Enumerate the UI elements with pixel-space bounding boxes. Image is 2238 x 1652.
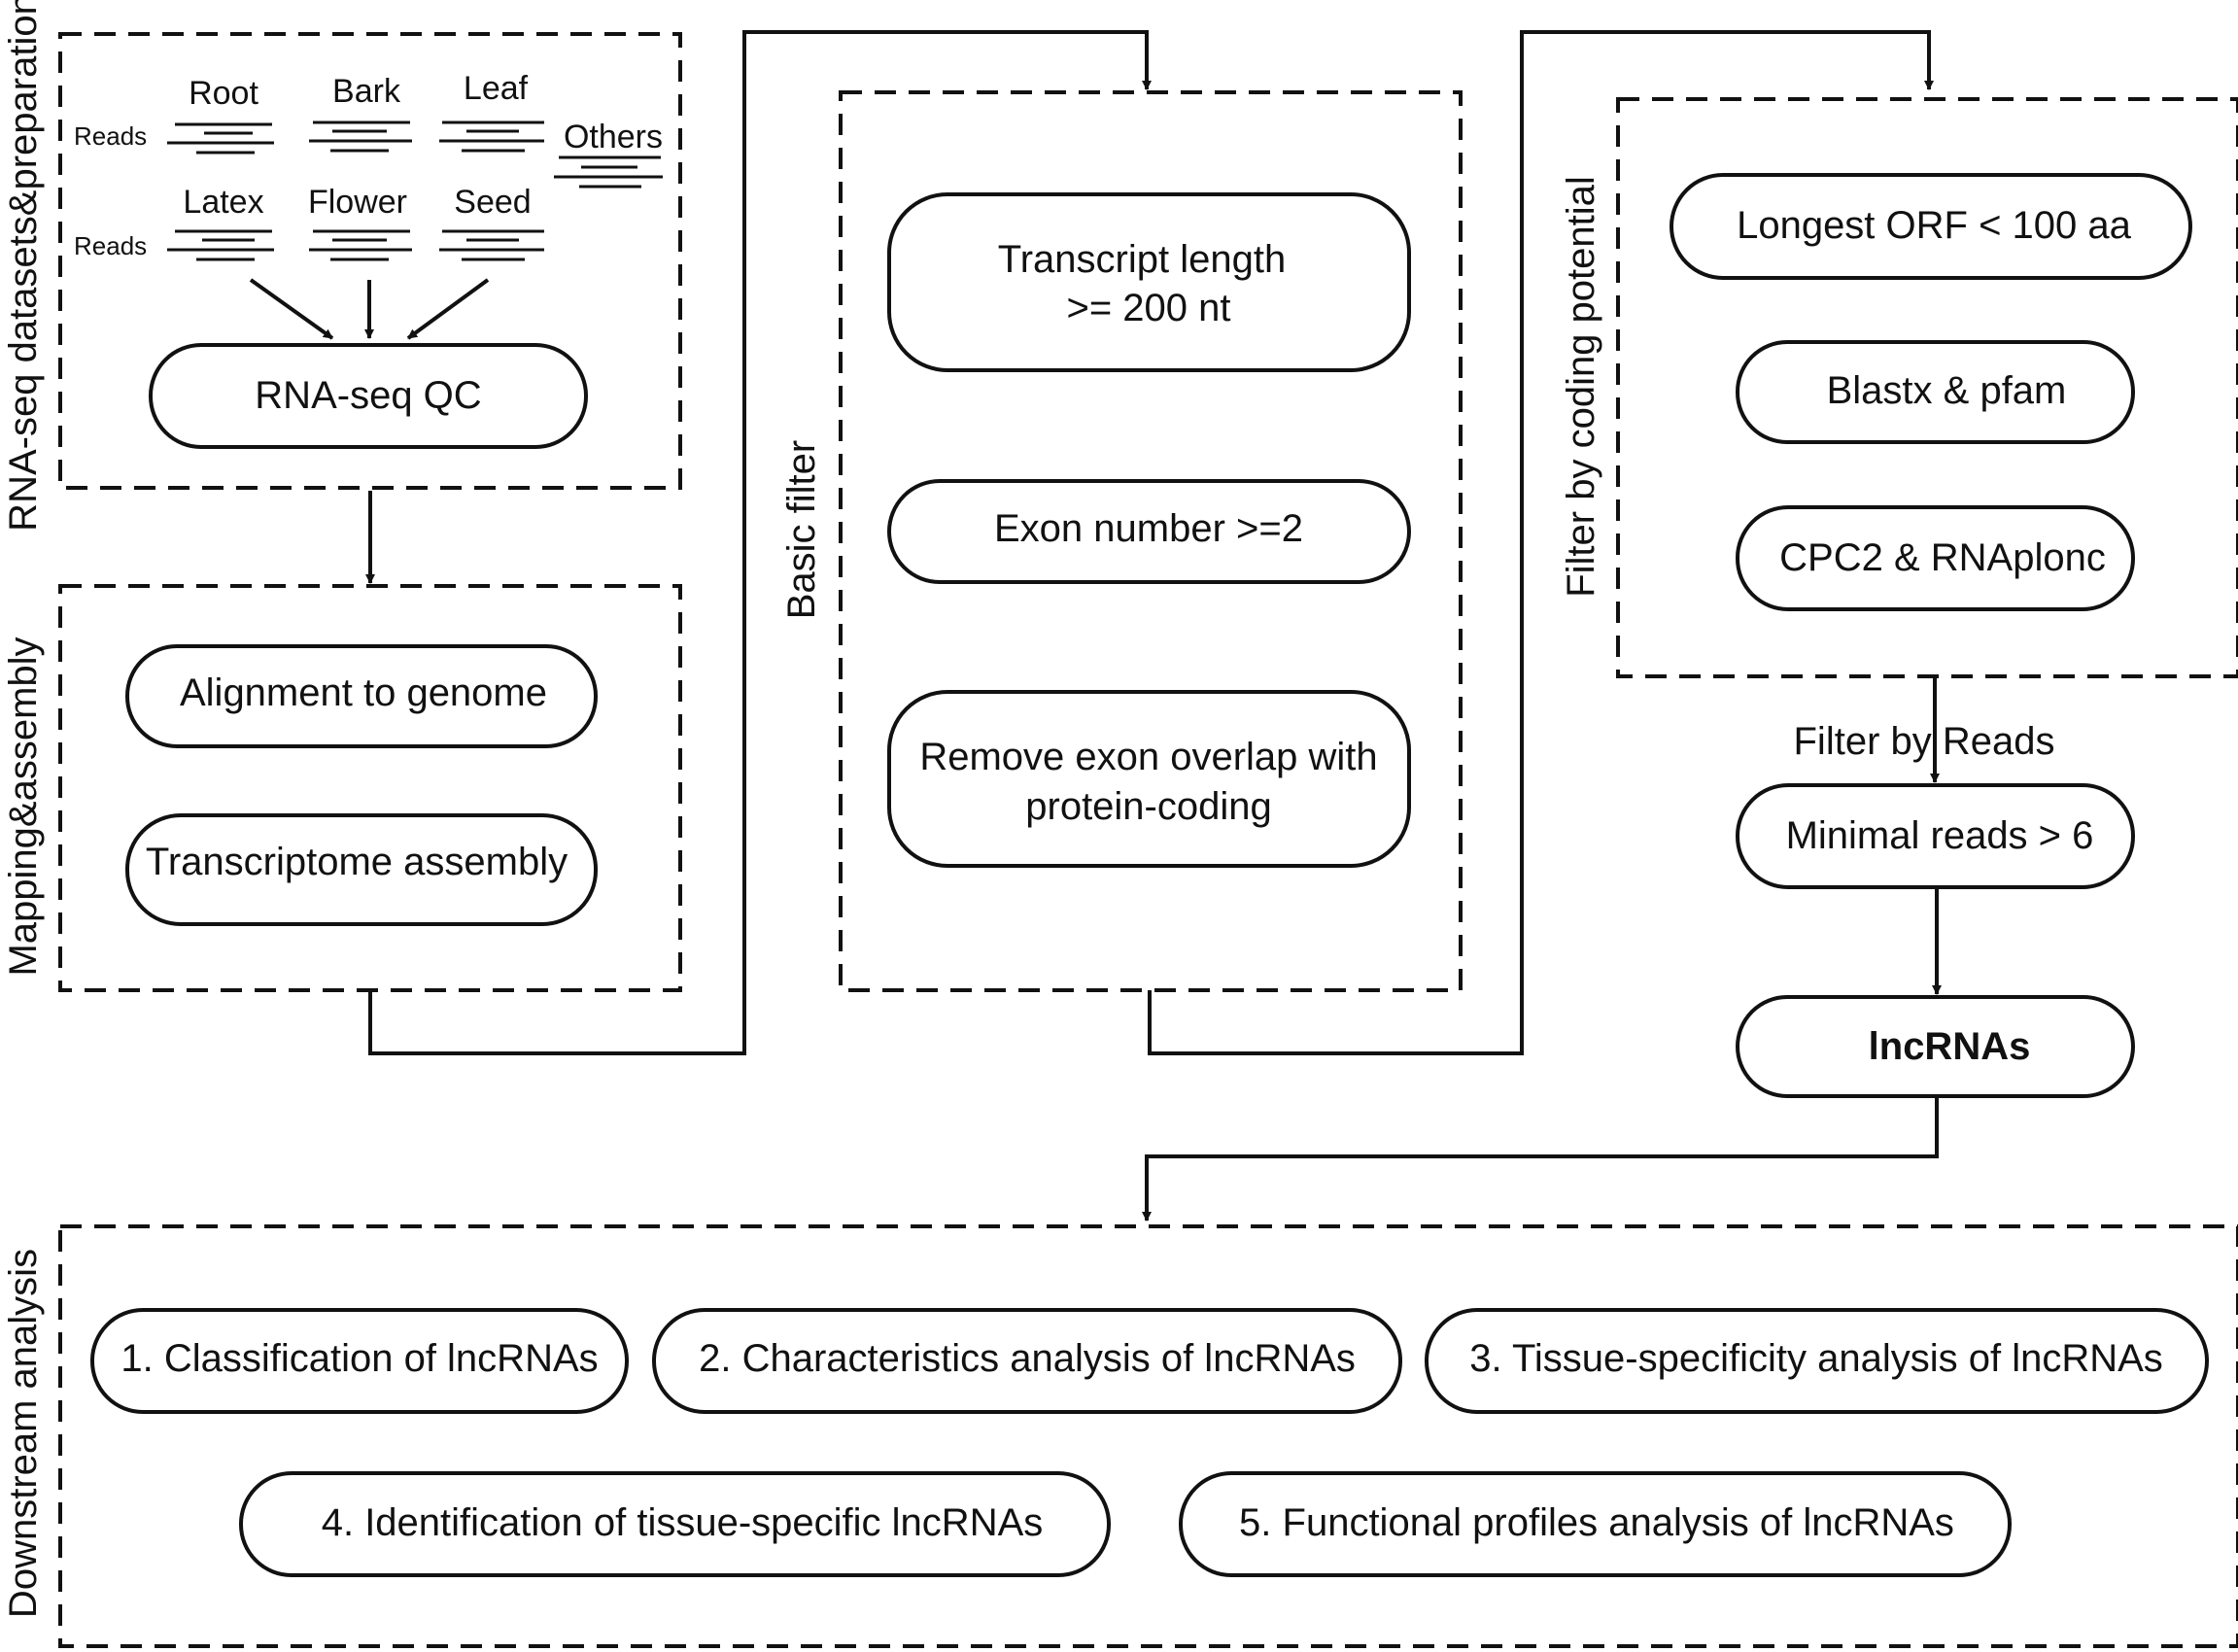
cpc2-label: CPC2 & RNAplonc	[1779, 536, 2106, 579]
reads-glyphs	[167, 120, 663, 261]
length-label-line2: >= 200 nt	[1066, 287, 1230, 329]
overlap-label-line2: protein-coding	[1025, 785, 1272, 828]
downstream-item-2-label: 2. Characteristics analysis of lncRNAs	[699, 1337, 1356, 1380]
downstream-item-1-label: 1. Classification of lncRNAs	[121, 1337, 598, 1380]
reads-label-bottom: Reads	[74, 231, 147, 260]
downstream-item-3-box	[1425, 1308, 2209, 1414]
alignment-label: Alignment to genome	[180, 671, 547, 714]
stage4-title: Filter by coding potential	[1560, 176, 1602, 598]
orf-label: Longest ORF < 100 aa	[1737, 204, 2132, 247]
downstream-item-5-label: 5. Functional profiles analysis of lncRN…	[1239, 1501, 1954, 1544]
downstream-item-2-box	[652, 1308, 1402, 1414]
reads-glyph-others	[554, 155, 663, 189]
connector-stage2-to-stage3	[368, 30, 1152, 1055]
reads-glyph-seed	[439, 229, 544, 261]
length-label-line1: Transcript length	[998, 238, 1286, 281]
arrow-reads-right-to-qc	[406, 278, 490, 340]
length-box	[887, 192, 1411, 372]
stage3-panel	[839, 90, 1463, 992]
reads-label-top: Reads	[74, 121, 147, 151]
blastx-label: Blastx & pfam	[1827, 369, 2067, 412]
exon-label: Exon number >=2	[994, 507, 1303, 550]
tissue-bark: Bark	[332, 73, 401, 110]
stage2-title: Mapping&assembly	[2, 637, 45, 976]
tissue-flower: Flower	[308, 184, 407, 221]
stage6-title: Downstream analysis	[2, 1249, 45, 1618]
reads-glyph-root	[167, 122, 274, 155]
reads-glyph-latex	[167, 229, 274, 261]
reads-glyph-leaf	[439, 120, 544, 153]
assembly-box	[125, 813, 598, 926]
connector-lncrnas-to-downstream	[1142, 1096, 1939, 1222]
assembly-label: Transcriptome assembly	[146, 841, 568, 883]
lncrnas-label: lncRNAs	[1869, 1025, 2031, 1068]
downstream-item-5-box	[1179, 1471, 2012, 1577]
tissue-latex: Latex	[183, 184, 263, 221]
stage4-panel	[1616, 97, 2238, 678]
downstream-item-4-label: 4. Identification of tissue-specific lnc…	[322, 1501, 1044, 1544]
connector-stage3-to-stage4	[1148, 30, 1934, 1055]
stage1-panel	[58, 32, 682, 490]
filter-by-reads-label: Filter by Reads	[1794, 720, 2055, 763]
blastx-box	[1736, 340, 2135, 444]
tissue-leaf: Leaf	[464, 70, 529, 107]
alignment-box	[125, 644, 598, 748]
tissue-others: Others	[564, 119, 663, 155]
downstream-item-4-box	[239, 1471, 1111, 1577]
tissue-seed: Seed	[454, 184, 531, 221]
minimal-reads-box	[1736, 783, 2135, 889]
overlap-label-line1: Remove exon overlap with	[919, 736, 1377, 778]
exon-box	[887, 479, 1411, 584]
arrow-reads-left-to-qc	[249, 278, 334, 340]
tissue-root: Root	[189, 75, 258, 112]
qc-box	[149, 343, 588, 449]
cpc2-box	[1736, 505, 2135, 611]
stage3-title: Basic filter	[780, 440, 823, 620]
reads-glyph-flower	[309, 229, 412, 261]
orf-box	[1670, 173, 2192, 280]
qc-label: RNA-seq QC	[255, 374, 481, 417]
downstream-item-1-box	[90, 1308, 629, 1414]
reads-glyph-bark	[309, 120, 412, 153]
stage1-title: RNA-seq datasets&preparation	[2, 0, 45, 532]
minimal-reads-label: Minimal reads > 6	[1786, 814, 2094, 857]
downstream-item-3-label: 3. Tissue-specificity analysis of lncRNA…	[1469, 1337, 2163, 1380]
overlap-box	[887, 690, 1411, 868]
stage6-panel	[58, 1224, 2238, 1648]
